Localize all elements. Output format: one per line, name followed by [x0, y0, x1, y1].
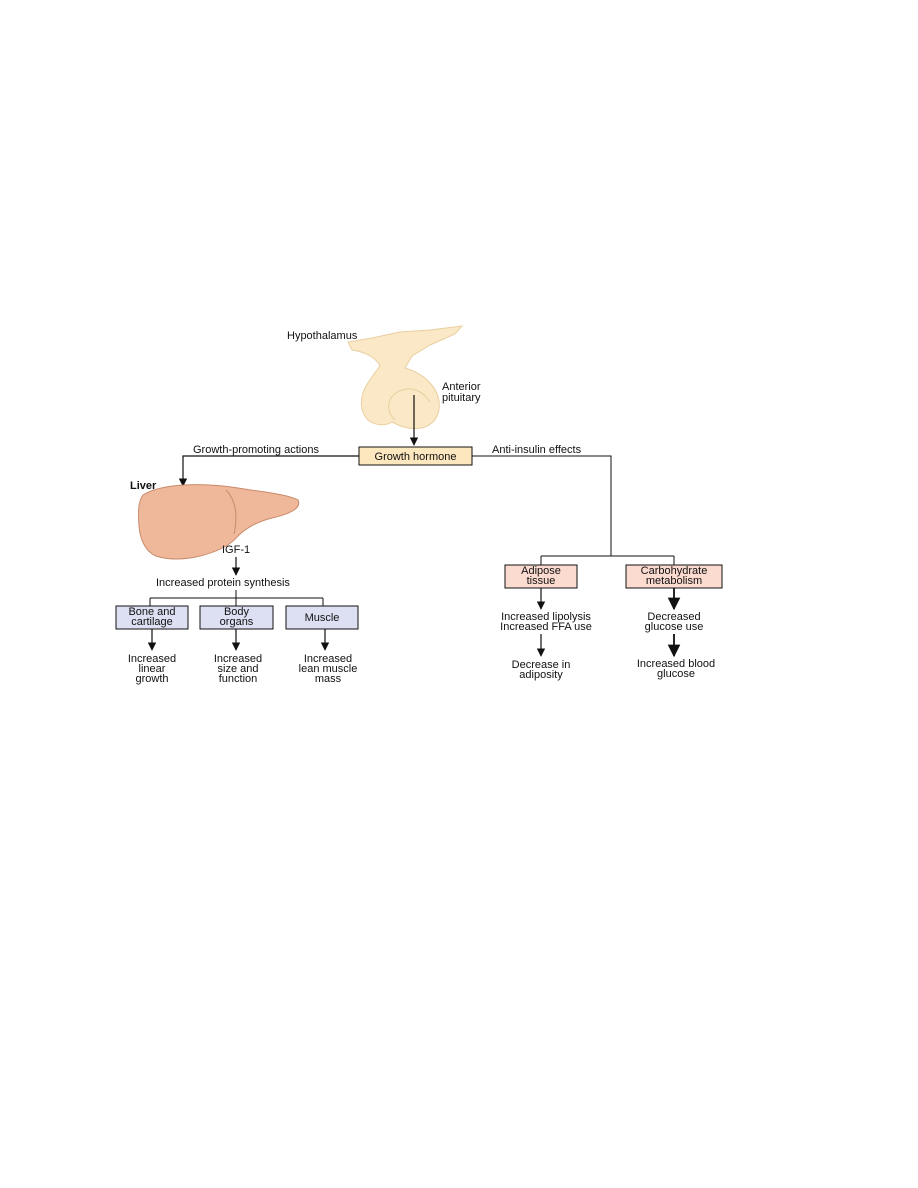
adipose-label-line2: tissue	[527, 575, 556, 587]
bone-cartilage-label-line2: cartilage	[131, 616, 173, 628]
arrow-hormone-to-liver	[178, 455, 359, 487]
hypothalamus-pituitary-illustration	[347, 325, 464, 429]
bone-effect-line3: growth	[135, 673, 168, 685]
carbohydrate-result-line1: Increased blood	[637, 658, 715, 670]
organs-effect-line2: size and	[218, 663, 259, 675]
carbohydrate-result-line2: glucose	[657, 668, 695, 680]
body-organs-label-line1: Body	[224, 606, 250, 618]
carbohydrate-effect-line2: glucose use	[645, 621, 704, 633]
protein-synthesis-label: Increased protein synthesis	[156, 577, 290, 589]
bone-cartilage-label-line1: Bone and	[128, 606, 175, 618]
pituitary-lobe-divider	[388, 388, 431, 421]
anterior-pituitary-label-line1: Anterior	[442, 381, 481, 393]
organs-effect-line1: Increased	[214, 653, 262, 665]
carbohydrate-label-line1: Carbohydrate	[641, 565, 708, 577]
adipose-label-line1: Adipose	[521, 565, 561, 577]
body-organs-label-line2: organs	[220, 616, 254, 628]
liver-lobe-line	[225, 489, 237, 535]
igf1-label: IGF-1	[222, 544, 250, 556]
liver-illustration	[138, 484, 300, 560]
carbohydrate-label-line2: metabolism	[646, 575, 702, 587]
growth-hormone-label: Growth hormone	[375, 451, 457, 463]
carbohydrate-effect-line1: Decreased	[647, 611, 700, 623]
muscle-label: Muscle	[305, 612, 340, 624]
growth-promoting-label: Growth-promoting actions	[193, 444, 319, 456]
bone-effect-line2: linear	[139, 663, 166, 675]
organs-effect-line3: function	[219, 673, 258, 685]
adipose-result-line2: adiposity	[519, 669, 563, 681]
bone-effect-line1: Increased	[128, 653, 176, 665]
adipose-effect-line2: Increased FFA use	[500, 621, 592, 633]
muscle-box	[285, 605, 359, 630]
adipose-effect-line1: Increased lipolysis	[501, 611, 591, 623]
anti-insulin-connector	[472, 455, 612, 556]
liver-label: Liver	[130, 480, 157, 492]
hypothalamus-label: Hypothalamus	[287, 330, 358, 342]
anterior-pituitary-label-line2: pituitary	[442, 392, 481, 404]
muscle-effect-line2: lean muscle	[299, 663, 358, 675]
muscle-effect-line3: mass	[315, 673, 342, 685]
adipose-result-line1: Decrease in	[512, 659, 571, 671]
anti-insulin-label: Anti-insulin effects	[492, 444, 582, 456]
muscle-effect-line1: Increased	[304, 653, 352, 665]
